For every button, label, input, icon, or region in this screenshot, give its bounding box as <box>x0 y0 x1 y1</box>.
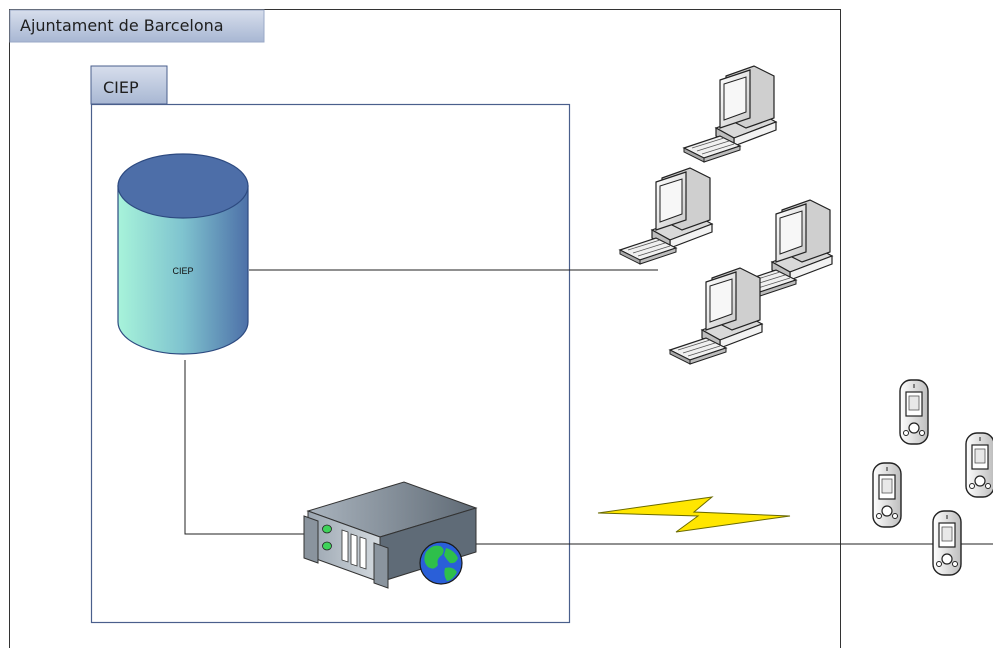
lightning-bolt-icon <box>597 496 791 533</box>
pda-icon <box>899 379 929 445</box>
outer-container-label: Ajuntament de Barcelona <box>20 16 224 35</box>
db-to-server-line <box>184 360 306 535</box>
inner-container-tab <box>90 65 168 105</box>
inner-container-label: CIEP <box>103 78 139 97</box>
inner-container-frame <box>90 103 571 624</box>
web-server-icon <box>303 481 478 589</box>
desktop-computer-icon <box>669 267 763 365</box>
desktop-computer-icon <box>619 167 713 265</box>
database-cylinder-icon <box>117 153 249 355</box>
outer-container-tab <box>9 9 265 43</box>
database-label: CIEP <box>172 266 193 276</box>
pda-icon <box>932 510 962 576</box>
pda-icon <box>872 462 902 528</box>
desktop-computer-icon <box>683 65 777 163</box>
pda-icon <box>965 432 993 498</box>
globe-icon <box>419 541 463 585</box>
outer-container-frame <box>9 9 841 648</box>
